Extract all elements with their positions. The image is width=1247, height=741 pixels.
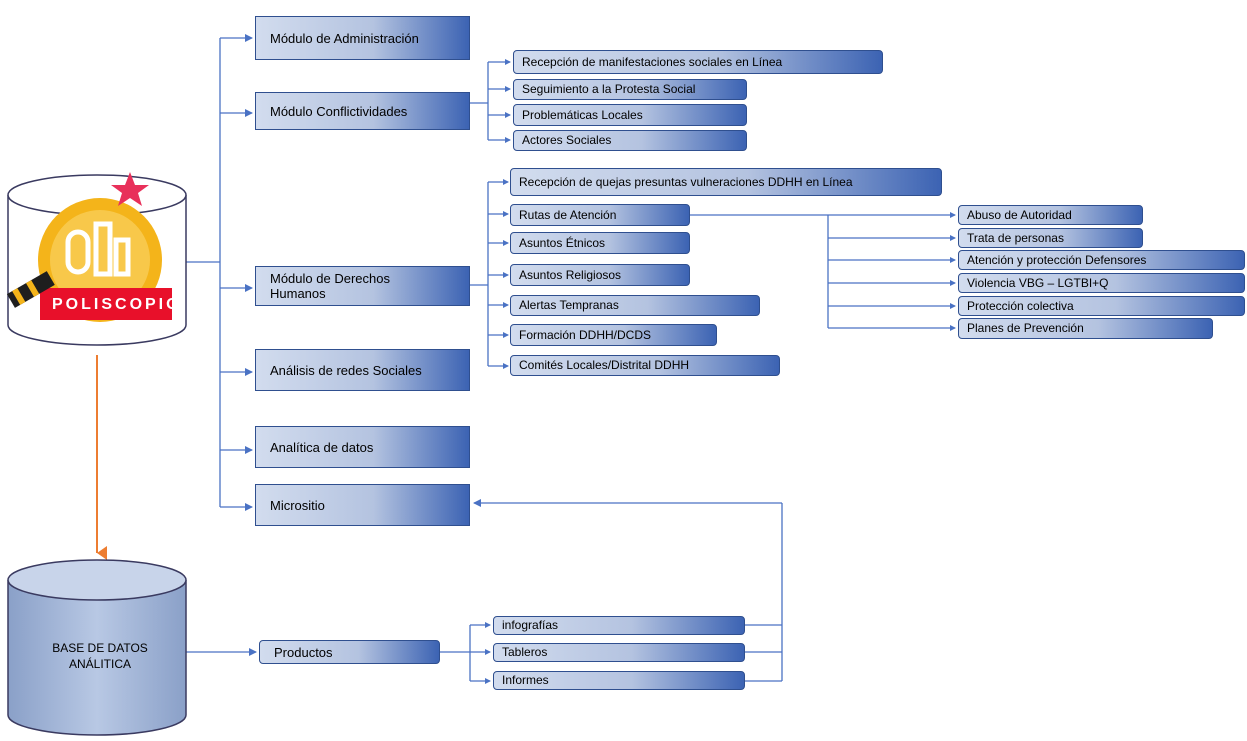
module-analitica[interactable]: Analítica de datos — [255, 426, 470, 468]
logo-text: POLISCOPIO — [52, 296, 182, 313]
rutas-item[interactable]: Protección colectiva — [958, 296, 1245, 316]
producto-item[interactable]: infografías — [493, 616, 745, 635]
rutas-item[interactable]: Trata de personas — [958, 228, 1143, 248]
producto-item[interactable]: Informes — [493, 671, 745, 690]
database-label-line1: BASE DE DATOS — [52, 641, 148, 655]
conflictividades-item[interactable]: Seguimiento a la Protesta Social — [513, 79, 747, 100]
ddhh-item[interactable]: Formación DDHH/DCDS — [510, 324, 717, 346]
producto-item[interactable]: Tableros — [493, 643, 745, 662]
rutas-item[interactable]: Abuso de Autoridad — [958, 205, 1143, 225]
rutas-item[interactable]: Atención y protección Defensores — [958, 250, 1245, 270]
ddhh-item[interactable]: Comités Locales/Distrital DDHH — [510, 355, 780, 376]
module-derechos-humanos[interactable]: Módulo de Derechos Humanos — [255, 266, 470, 306]
database-label: BASE DE DATOS ANÁLITICA — [30, 640, 170, 672]
ddhh-item[interactable]: Alertas Tempranas — [510, 295, 760, 316]
analytics-database-icon — [7, 559, 187, 736]
conflictividades-item[interactable]: Actores Sociales — [513, 130, 747, 151]
module-conflictividades[interactable]: Módulo Conflictividades — [255, 92, 470, 130]
database-label-line2: ANÁLITICA — [68, 657, 131, 671]
ddhh-item[interactable]: Asuntos Religiosos — [510, 264, 690, 286]
module-micrositio[interactable]: Micrositio — [255, 484, 470, 526]
ddhh-item-rutas[interactable]: Rutas de Atención — [510, 204, 690, 226]
rutas-item[interactable]: Violencia VBG – LGTBI+Q — [958, 273, 1245, 293]
rutas-item[interactable]: Planes de Prevención — [958, 318, 1213, 339]
module-administracion[interactable]: Módulo de Administración — [255, 16, 470, 60]
conflictividades-item[interactable]: Recepción de manifestaciones sociales en… — [513, 50, 883, 74]
ddhh-item[interactable]: Asuntos Étnicos — [510, 232, 690, 254]
ddhh-item[interactable]: Recepción de quejas presuntas vulneracio… — [510, 168, 942, 196]
module-redes-sociales[interactable]: Análisis de redes Sociales — [255, 349, 470, 391]
productos-node[interactable]: Productos — [259, 640, 440, 664]
conflictividades-item[interactable]: Problemáticas Locales — [513, 104, 747, 126]
poliscopio-database-icon — [6, 172, 187, 346]
